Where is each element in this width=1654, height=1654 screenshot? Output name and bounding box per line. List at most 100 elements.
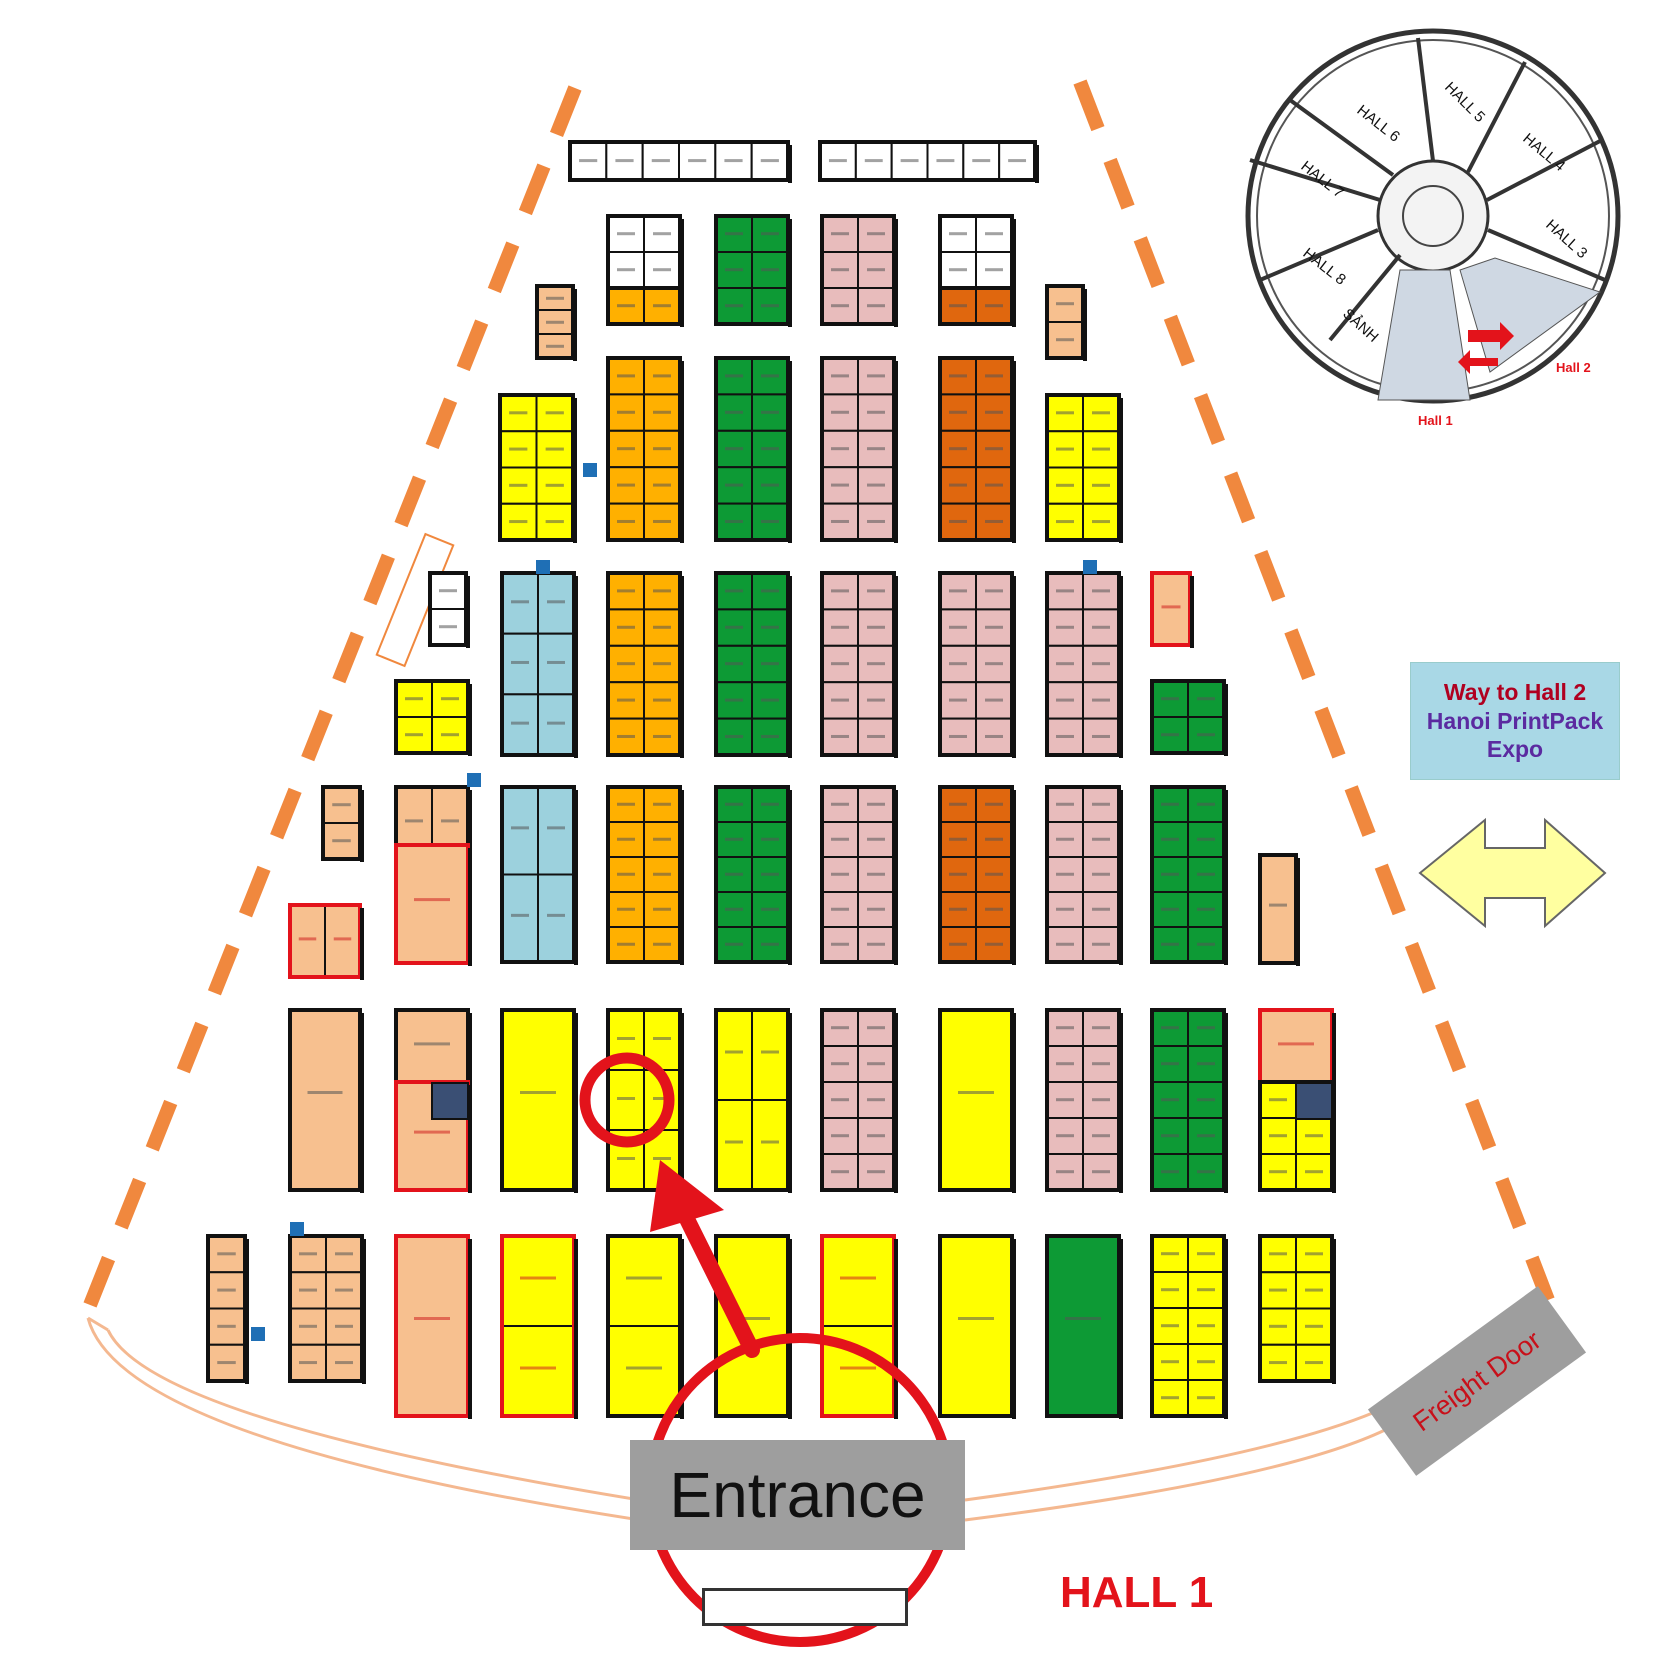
blue-markers (251, 463, 1097, 1341)
booth-block (820, 214, 898, 327)
booth-block (938, 214, 1016, 291)
booth-block (818, 140, 1039, 183)
booth-block (394, 1008, 472, 1085)
booth-block (938, 571, 1016, 758)
booth-cell (501, 632, 539, 696)
booth-block (1045, 1234, 1123, 1419)
booth-block (820, 1008, 898, 1193)
booth-block (714, 356, 792, 543)
booth-cell (501, 693, 539, 756)
booth-cell (607, 1235, 681, 1327)
booth-block (606, 286, 684, 327)
booth-cell (715, 1235, 789, 1417)
booth-cell (939, 1009, 1013, 1191)
entrance-sign: Entrance (630, 1440, 965, 1550)
booth-cell (537, 693, 575, 756)
booth-block (1258, 1008, 1336, 1085)
booth-cell (857, 1081, 895, 1119)
booth-block (535, 284, 577, 361)
booth-cell (395, 844, 469, 964)
booth-block (606, 214, 684, 291)
booth-block (820, 1234, 898, 1419)
way-to-hall-2-line-1: Way to Hall 2 (1443, 678, 1587, 705)
booth-block (288, 1008, 364, 1193)
booth-cell (715, 1099, 753, 1191)
booth-block (1258, 1234, 1336, 1384)
booth-cell (1259, 854, 1297, 964)
booth-block (321, 785, 364, 862)
way-to-hall-2-line-2: Hanoi PrintPack (1426, 707, 1604, 734)
booth-cell (501, 1009, 575, 1191)
booth-block (820, 785, 898, 965)
booth-cell (1082, 926, 1120, 963)
booth-cell (537, 786, 575, 876)
booth-block (428, 571, 470, 648)
booth-block (714, 1008, 792, 1193)
booth-block (714, 214, 792, 327)
inset-hall-2-label: Hall 2 (1556, 360, 1591, 375)
booth-block (1045, 571, 1123, 758)
booth-cell (537, 572, 575, 635)
booth-block (714, 571, 792, 758)
booth-block (206, 1234, 249, 1384)
booth-cell (537, 873, 575, 963)
booth-cell (537, 632, 575, 696)
booth-blocks (206, 140, 1336, 1419)
booth-cell (975, 393, 1013, 432)
booth-cell-dark (1295, 1082, 1333, 1120)
venue-inset-map: HALL 6 HALL 5 HALL 4 HALL 7 HALL 3 HALL … (1228, 28, 1654, 432)
way-to-hall-2-line-3: Expo (1486, 736, 1544, 763)
booth-cell-dark (431, 1082, 469, 1120)
booth-block (938, 1234, 1016, 1419)
booth-cell (501, 873, 539, 963)
booth-cell (324, 904, 361, 978)
booth-block (498, 393, 577, 543)
bottom-label-box (702, 1588, 908, 1626)
booth-cell (715, 1009, 753, 1101)
inset-hall-1-label: Hall 1 (1418, 413, 1453, 428)
booth-cell (857, 644, 895, 684)
booth-cell (939, 856, 977, 893)
booth-block (714, 1234, 792, 1419)
booth-cell (821, 1235, 895, 1327)
entrance-curve (86, 1316, 1386, 1522)
booth-block (500, 1234, 578, 1419)
booth-cell (289, 1009, 361, 1191)
booth-block (820, 571, 898, 758)
booth-block (1150, 1008, 1228, 1193)
hall-title: HALL 1 (1060, 1568, 1214, 1617)
booth-cell (975, 717, 1013, 756)
booth-block (1150, 785, 1228, 965)
booth-block (938, 1008, 1016, 1193)
booth-cell (1151, 572, 1191, 646)
booth-block (714, 785, 792, 965)
booth-cell (643, 821, 681, 858)
booth-cell (607, 1325, 681, 1417)
booth-block (606, 1234, 684, 1419)
booth-block (500, 785, 578, 965)
booth-cell (501, 1325, 575, 1417)
booth-block (938, 286, 1016, 327)
booth-cell (501, 786, 539, 876)
booth-cell (395, 1009, 469, 1083)
booth-block (500, 571, 578, 758)
blue-marker (536, 560, 550, 574)
blue-marker (290, 1222, 304, 1236)
booth-cell (289, 904, 326, 978)
blue-marker (251, 1327, 265, 1341)
booth-block (1258, 853, 1300, 966)
booth-cell (750, 141, 790, 181)
way-to-hall-2-sign: Way to Hall 2 Hanoi PrintPack Expo (1410, 662, 1620, 780)
booth-block (1045, 1008, 1123, 1193)
booth-cell (501, 572, 539, 635)
booth-block (820, 356, 898, 543)
booth-block (938, 356, 1016, 543)
booth-block (568, 140, 792, 183)
booth-block (394, 1234, 472, 1419)
two-way-arrow-icon (1418, 817, 1607, 929)
booth-block (938, 785, 1016, 965)
booth-block (606, 785, 684, 965)
booth-cell (939, 1235, 1013, 1417)
booth-block (1150, 571, 1194, 648)
booth-block (288, 1234, 366, 1384)
